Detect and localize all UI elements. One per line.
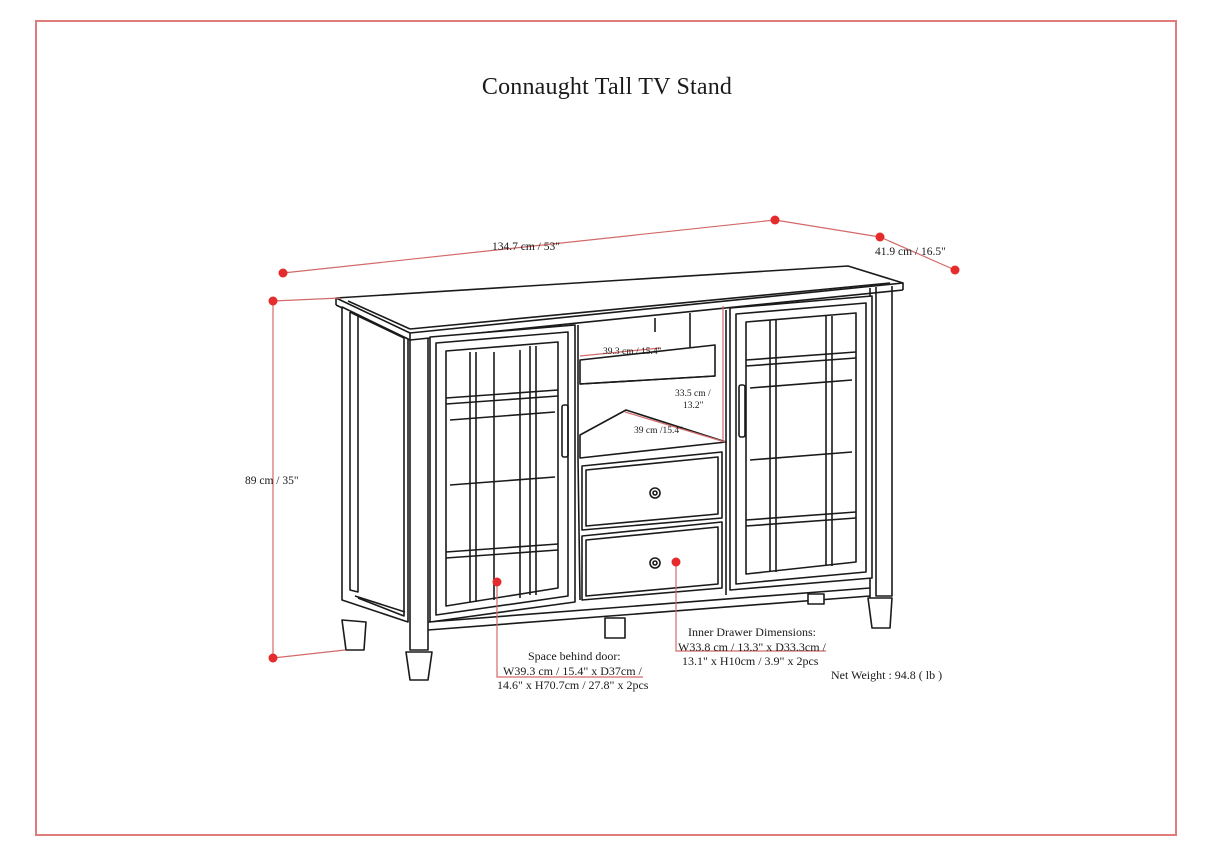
depth-dimension-line-b	[879, 236, 956, 271]
drawer-leader	[675, 562, 826, 652]
drawers	[581, 451, 723, 601]
marker-dot	[875, 232, 885, 242]
left-side-panel	[341, 306, 409, 623]
behind-door-leader	[496, 582, 643, 678]
dimension-markers	[268, 215, 960, 663]
depth-label: 41.9 cm / 16.5"	[875, 246, 946, 258]
marker-dot	[950, 265, 960, 275]
marker-dot	[671, 557, 681, 567]
right-door	[729, 295, 873, 591]
net-weight-note: Net Weight : 94.8 ( lb )	[831, 668, 943, 682]
shelf-width-label: 39.3 cm / 15.4"	[603, 347, 662, 357]
legs	[341, 593, 893, 681]
height-label: 89 cm / 35"	[245, 475, 299, 487]
marker-dot	[492, 577, 502, 587]
height-top-extension	[272, 297, 341, 302]
inner-drawer-note: Inner Drawer Dimensions: W33.8 cm / 13.3…	[678, 625, 826, 668]
left-door	[429, 324, 576, 623]
shelf-height-label: 33.5 cm / 13.2"	[675, 389, 711, 411]
shelf-depth-label: 39 cm /15.4"	[634, 426, 683, 436]
center-shelves	[577, 310, 727, 601]
depth-dimension-line-a	[774, 219, 881, 238]
top-slab	[335, 265, 904, 341]
width-label: 134.7 cm / 53"	[492, 241, 560, 253]
shelf-depth-line	[624, 411, 726, 443]
width-dimension-line	[282, 219, 776, 274]
marker-dot	[770, 215, 780, 225]
page-border	[35, 20, 1177, 836]
behind-door-note: Space behind door: W39.3 cm / 15.4" x D3…	[497, 649, 649, 692]
height-base-extension	[272, 649, 346, 659]
shelf-width-line	[579, 347, 661, 357]
marker-dot	[268, 296, 278, 306]
marker-dot	[278, 268, 288, 278]
product-title: Connaught Tall TV Stand	[481, 74, 733, 100]
marker-dot	[268, 653, 278, 663]
